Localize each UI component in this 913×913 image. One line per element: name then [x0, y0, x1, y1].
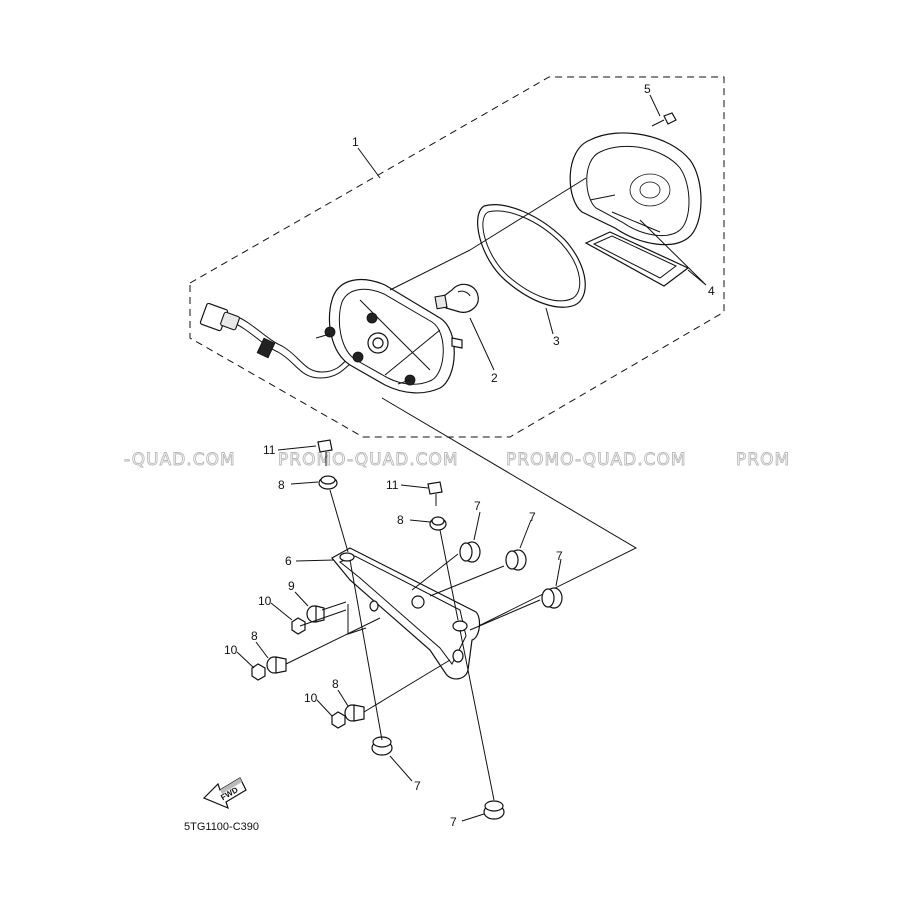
callout-label: 11 [386, 478, 399, 492]
callout-label: 8 [397, 513, 404, 527]
callout-leaders [236, 445, 562, 822]
callout-label: 8 [278, 478, 285, 492]
leader-line-5 [649, 94, 661, 117]
callout-labels: 1 2 3 4 5 6 7 7 7 7 7 8 8 8 8 9 10 10 10… [224, 82, 715, 829]
lens [569, 132, 702, 287]
callout-label: 9 [288, 579, 295, 593]
watermark-row: -QUAD.COM PROMO-QUAD.COM PROMO-QUAD.COM … [124, 450, 790, 471]
leader-line-1 [357, 147, 381, 179]
fwd-arrow-icon: FWD [202, 777, 247, 810]
leader-line-3 [545, 307, 554, 335]
callout-label: 7 [474, 499, 481, 513]
callout-label: 11 [263, 443, 276, 457]
callout-label: 7 [450, 815, 457, 829]
bracket [331, 547, 481, 680]
watermark-text: -QUAD.COM [124, 450, 236, 470]
bulb [434, 283, 479, 313]
callout-label: 8 [332, 677, 339, 691]
callout-label: 1 [352, 135, 359, 149]
watermark-text: PROMO-QUAD.COM [278, 450, 459, 470]
callout-label: 2 [491, 371, 498, 385]
assembly-boundary [189, 76, 725, 438]
callout-label: 8 [251, 629, 258, 643]
callout-label: 6 [285, 554, 292, 568]
callout-label: 5 [644, 82, 651, 96]
callout-label: 4 [708, 284, 715, 298]
grommets [371, 541, 563, 820]
bolts [317, 439, 443, 506]
leader-line-4 [639, 219, 707, 286]
projection-line [389, 177, 587, 291]
callout-label: 10 [258, 594, 272, 608]
callout-label: 7 [556, 549, 563, 563]
wire-harness [199, 302, 353, 379]
assembly-axis-lines [285, 489, 541, 801]
callout-label: 10 [304, 691, 318, 705]
watermark-text: PROM [736, 450, 790, 470]
callout-label: 10 [224, 643, 238, 657]
tail-light-housing [315, 278, 463, 394]
screw [651, 112, 677, 127]
assembly-projection-line [381, 397, 638, 651]
drawing-code: 5TG1100-C390 [184, 821, 259, 833]
callout-label: 7 [414, 779, 421, 793]
callout-label: 7 [529, 510, 536, 524]
callout-label: 3 [553, 334, 560, 348]
leader-line-2 [469, 317, 495, 371]
watermark-text: PROMO-QUAD.COM [506, 450, 687, 470]
collars-and-nuts [251, 475, 447, 729]
gasket [477, 204, 586, 308]
